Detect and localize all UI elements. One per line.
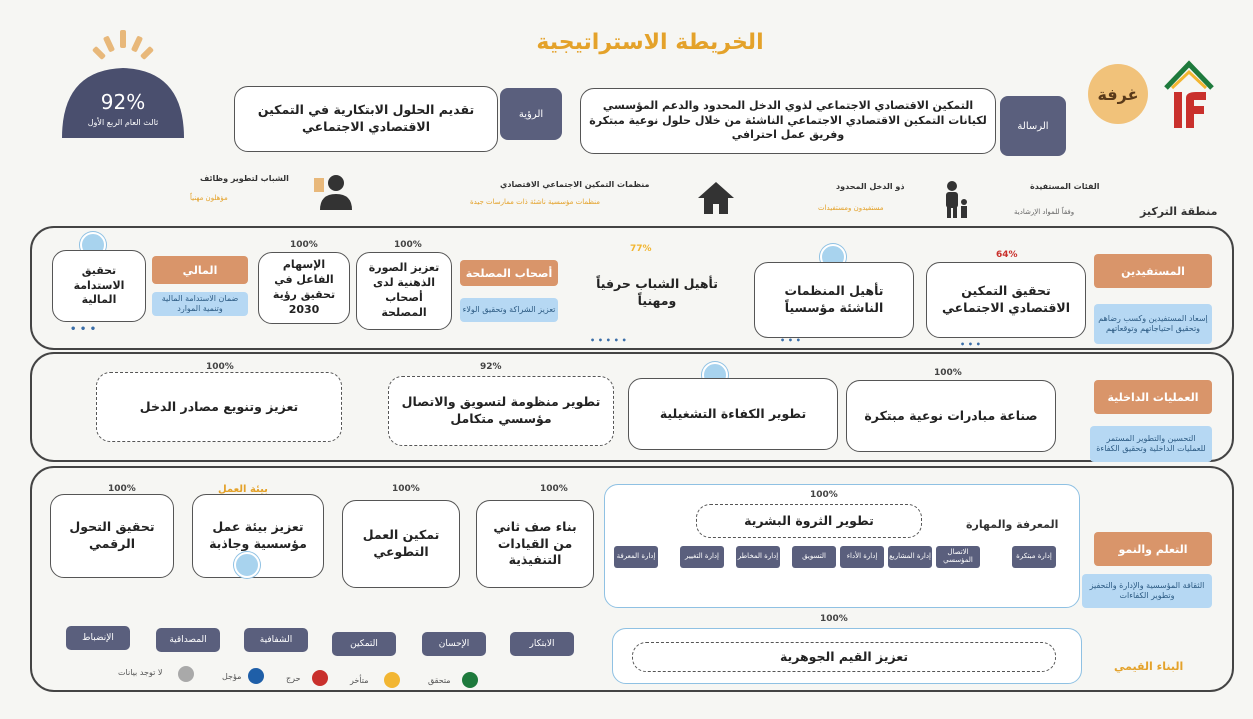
indicator-codes: • • • • • <box>590 336 627 345</box>
legend-dot-critical <box>312 670 328 686</box>
internal-band <box>30 352 1234 462</box>
objective-financial-sustainability: تحقيق الاستدامة المالية <box>52 250 146 322</box>
legend-delayed: متأخر <box>350 676 369 685</box>
skill-6: إدارة المخاطر <box>736 546 780 568</box>
value-6: الإنضباط <box>66 626 130 650</box>
focus-title-3: منظمات التمكين الاجتماعي الاقتصادي <box>500 180 650 189</box>
mission-text: التمكين الاقتصادي الاجتماعي لذوي الدخل ا… <box>580 88 996 154</box>
skill-4: إدارة الأداء <box>840 546 884 568</box>
obj-pct-learning-3: 100% <box>392 484 420 494</box>
obj-pct-learning-2: 100% <box>540 484 568 494</box>
legend-achieved: متحقق <box>428 676 451 685</box>
finance-note: ضمان الاستدامة المالية وتنمية الموارد <box>152 292 248 316</box>
objective-image: تعزيز الصورة الذهنية لدى أصحاب المصلحة <box>356 252 452 330</box>
learning-band <box>30 466 1234 692</box>
focus-sub-2: مستفيدون ومستفيدات <box>818 204 884 212</box>
section-internal-desc: التحسين والتطوير المستمر للعمليات الداخل… <box>1090 426 1212 462</box>
objective-operational-efficiency: تطوير الكفاءة التشغيلية <box>628 378 838 450</box>
focus-title-2: ذو الدخل المحدود <box>836 182 905 191</box>
skill-5: التسويق <box>792 546 836 568</box>
obj-pct-internal-4: 100% <box>206 362 234 372</box>
org-seal-logo: غرفة <box>1088 64 1148 124</box>
value-2: الإحسان <box>422 632 486 656</box>
skill-3: إدارة المشاريع <box>888 546 932 568</box>
objective-marketing: تطوير منظومة لتسويق والاتصال مؤسسي متكام… <box>388 376 614 446</box>
skill-2: الاتصال المؤسسي <box>936 546 980 568</box>
focus-label: منطقة التركيز <box>1140 205 1218 218</box>
legend-dot-delayed <box>384 672 400 688</box>
family-icon <box>946 181 967 218</box>
person-icon <box>314 175 352 210</box>
section-values-label: البناء القيمي <box>1114 660 1184 673</box>
beneficiaries-band <box>30 226 1234 350</box>
objective-orgs-qualification: تأهيل المنظمات الناشئة مؤسسياً <box>754 262 914 338</box>
focus-sub-1: وفقاً للمواد الإرشادية <box>1014 208 1075 216</box>
page-title: الخريطة الاستراتيجية <box>536 30 764 55</box>
section-beneficiaries-label: المستفيدين <box>1094 254 1212 288</box>
objective-income-diversification: تعزيز وتنويع مصادر الدخل <box>96 372 342 442</box>
objective-initiatives: صناعة مبادرات نوعية مبتكرة <box>846 380 1056 452</box>
human-capital: تطوير الثروة البشرية <box>696 504 922 538</box>
section-learning-desc: الثقافة المؤسسية والإدارة والتحفيز وتطوي… <box>1082 574 1212 608</box>
obj-pct-3: 77% <box>630 244 652 254</box>
objective-vision-2030: الإسهام الفاعل في تحقيق رؤية 2030 <box>258 252 350 324</box>
legend-dot-achieved <box>462 672 478 688</box>
objective-second-line-leaders: بناء صف ثاني من القيادات التنفيذية <box>476 500 594 588</box>
core-values: تعزيز القيم الجوهرية <box>632 642 1056 672</box>
value-3: التمكين <box>332 632 396 656</box>
skill-7: إدارة التغيير <box>680 546 724 568</box>
objective-economic-empowerment: تحقيق التمكين الاقتصادي الاجتماعي <box>926 262 1086 338</box>
work-env-label: بيئة العمل <box>218 484 268 495</box>
indicator-codes: • • • <box>70 324 97 335</box>
vision-text: تقديم الحلول الابتكارية في التمكين الاقت… <box>234 86 498 152</box>
section-beneficiaries-desc: إسعاد المستفيدين وكسب رضاهم وتحقيق احتيا… <box>1094 304 1212 344</box>
finance-label: المالي <box>152 256 248 284</box>
legend-dot-postponed <box>248 668 264 684</box>
objective-volunteering: تمكين العمل التطوعي <box>342 500 460 588</box>
stakeholders-note: تعزيز الشراكة وتحقيق الولاء <box>460 298 558 322</box>
stakeholders-label: أصحاب المصلحة <box>460 260 558 286</box>
sunburst-icon <box>62 30 184 138</box>
skill-1: إدارة مبتكرة <box>1012 546 1056 568</box>
legend-postponed: مؤجل <box>222 672 242 681</box>
focus-title-1: الفئات المستفيدة <box>1030 182 1100 191</box>
section-internal-label: العمليات الداخلية <box>1094 380 1212 414</box>
obj-pct-1: 64% <box>996 250 1018 260</box>
focus-sub-3: منظمات مؤسسية ناشئة ذات ممارسات جيدة <box>470 198 600 206</box>
obj-pct-6: 100% <box>290 240 318 250</box>
performance-badge: 92% ثالث العام الربع الأول <box>58 30 188 140</box>
badge-value: 92% <box>100 90 146 114</box>
value-4: الشفافية <box>244 628 308 652</box>
vision-label: الرؤية <box>500 88 562 140</box>
legend-critical: حرج <box>286 674 301 683</box>
obj-pct-5: 100% <box>394 240 422 250</box>
obj-pct-learning-1: 100% <box>810 490 838 500</box>
obj-pct-internal-1: 100% <box>934 368 962 378</box>
objective-digital-transformation: تحقيق التحول الرقمي <box>50 494 174 578</box>
badge-subtitle: ثالث العام الربع الأول <box>87 118 159 127</box>
mission-label: الرسالة <box>1000 96 1066 156</box>
obj-pct-learning-5: 100% <box>108 484 136 494</box>
value-5: المصداقية <box>156 628 220 652</box>
objective-youth-qualification: تأهيل الشباب حرفياً ومهنياً <box>596 276 718 308</box>
indicator-codes: • • • <box>780 336 801 345</box>
legend-dot-nodata <box>178 666 194 682</box>
focus-sub-4: مؤهلون مهنياً <box>190 194 228 202</box>
legend-nodata: لا توجد بيانات <box>118 668 163 677</box>
obj-pct-internal-3: 92% <box>480 362 502 372</box>
org-logo <box>1160 58 1218 134</box>
house-icon <box>698 182 734 214</box>
indicator-codes: • • • <box>960 340 981 349</box>
focus-title-4: الشباب لتطوير وظائف <box>200 174 289 183</box>
value-1: الابتكار <box>510 632 574 656</box>
award-seal-icon <box>234 552 260 578</box>
skill-8: إدارة المعرفة <box>614 546 658 568</box>
values-pct: 100% <box>820 614 848 624</box>
knowledge-skills-title: المعرفة والمهارة <box>966 518 1059 531</box>
section-learning-label: التعلم والنمو <box>1094 532 1212 566</box>
